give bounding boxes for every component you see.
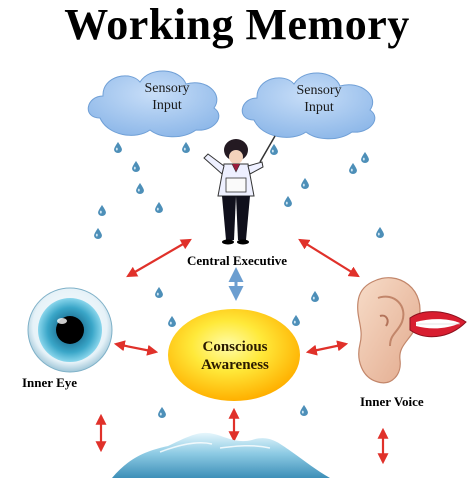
cloud-right-label: Sensory Input [296,83,342,115]
eye-icon [27,287,113,373]
ear-icon [357,277,421,384]
cloud-left-label: Sensory Input [144,81,190,113]
inner-eye-label: Inner Eye [22,375,78,390]
mouth-icon [409,311,467,338]
conscious-awareness-sun [168,309,300,401]
conductor-figure [203,135,276,245]
inner-voice-label: Inner Voice [360,394,424,409]
cloud-left [87,70,220,138]
cloud-right [241,72,376,140]
arrows [95,238,389,465]
central-executive-label: Central Executive [186,253,287,268]
conscious-awareness-label: Conscious Awareness [201,339,269,373]
water-wave [112,432,330,478]
page-title: Working Memory [64,0,410,49]
